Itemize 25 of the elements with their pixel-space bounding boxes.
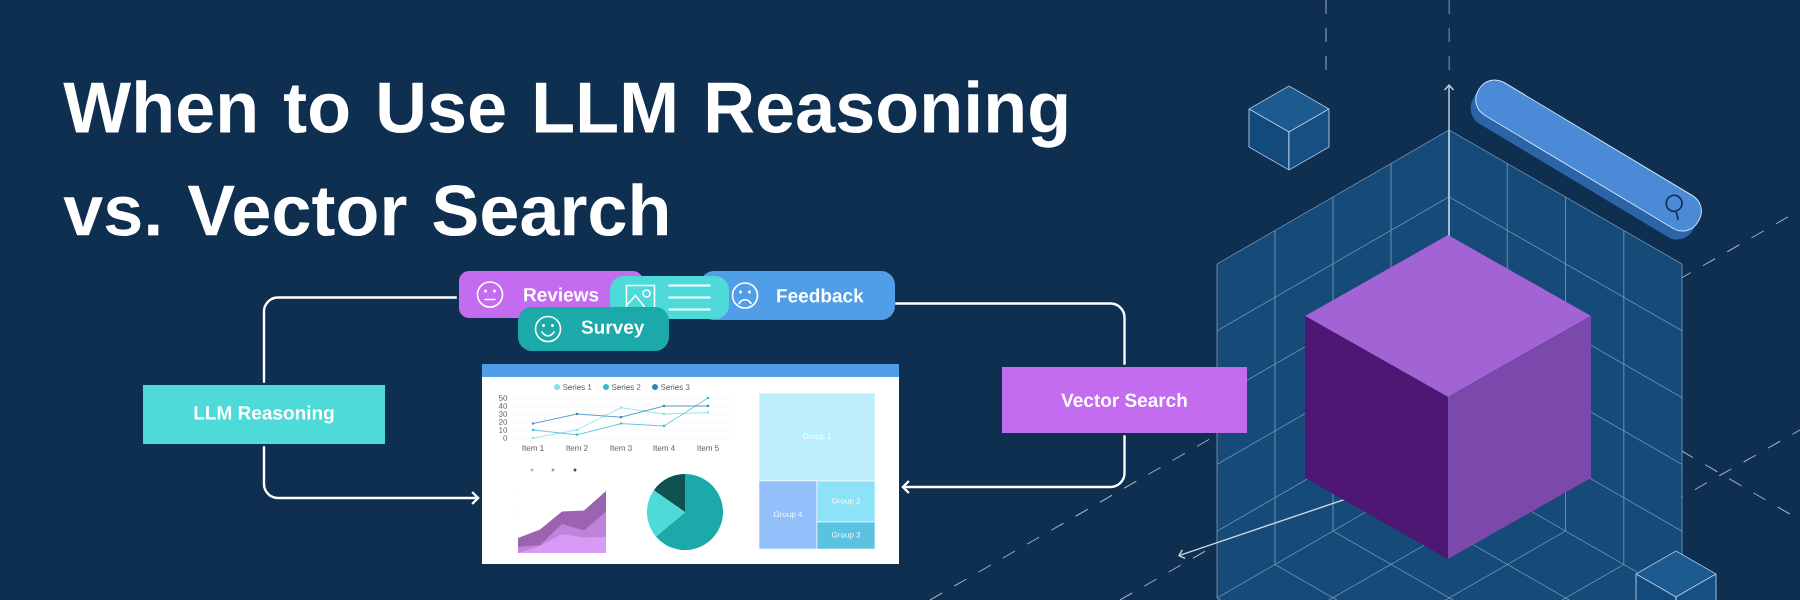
treemap-label: Group 3 — [831, 531, 861, 540]
tick-label: Item 5 — [697, 445, 719, 451]
tick-label: 10 — [499, 427, 508, 433]
process-box: Vector Search — [1002, 367, 1247, 433]
series-label: Series 3 — [660, 384, 690, 390]
treemap-label: Group 1 — [802, 433, 832, 441]
process-box: LLM Reasoning — [143, 385, 385, 444]
tick-label: 50 — [498, 395, 508, 401]
tick-label: Item 2 — [566, 445, 588, 451]
series-label: Series 2 — [611, 384, 641, 390]
treemap-label: Group 2 — [831, 497, 861, 506]
connector-arrow — [262, 446, 480, 505]
connector-arrow — [901, 435, 1126, 494]
tick-label: Item 4 — [653, 445, 675, 451]
title: When to Use LLM Reasoning vs. Vector Search — [63, 80, 1067, 237]
series-label: Series 1 — [562, 384, 592, 390]
dashboard-drawing — [482, 364, 899, 564]
tick-label: Item 1 — [522, 445, 544, 451]
tick-label: 40 — [498, 403, 508, 409]
tick-label: Item 3 — [610, 445, 632, 451]
tag-chip: Survey — [518, 307, 669, 351]
treemap-label: Group 4 — [773, 511, 803, 519]
tick-label: 30 — [498, 411, 508, 417]
tick-label: 0 — [503, 435, 508, 441]
tick-label: 20 — [499, 419, 508, 425]
